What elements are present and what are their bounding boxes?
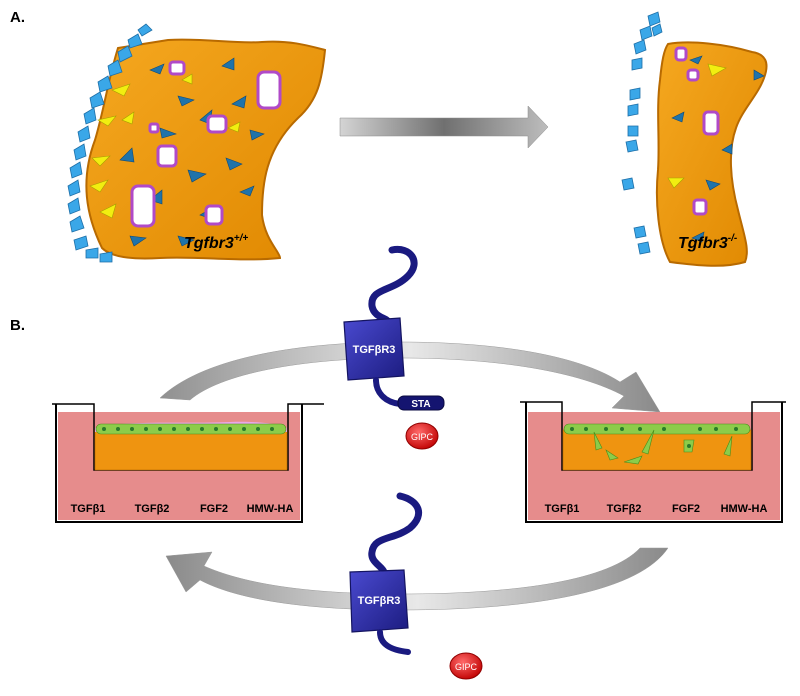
left-factor-fgf2: FGF2 xyxy=(200,503,228,515)
left-culture-well: TGFβ1 TGFβ2 FGF2 HMW-HA xyxy=(52,403,324,523)
bottom-receptor-body xyxy=(349,569,409,633)
top-receptor-label: TGFβR3 xyxy=(353,344,396,356)
gipc-label-bottom: GIPC xyxy=(455,662,478,672)
right-epithelial-nuclei xyxy=(570,427,738,448)
top-receptor-cytoplasmic-tail xyxy=(373,377,403,407)
top-receptor-extracellular-chain xyxy=(368,245,418,326)
wildtype-gene-name: Tgfbr3 xyxy=(184,235,234,252)
left-factor-tgfb2: TGFβ2 xyxy=(135,503,170,515)
wildtype-allele: +/+ xyxy=(234,233,249,244)
knockout-tissue: Tgfbr3-/- xyxy=(621,11,768,267)
top-receptor-body xyxy=(343,317,405,381)
bottom-receptor-group: TGFβR3 GIPC xyxy=(349,492,483,680)
wildtype-yellow-cells xyxy=(89,73,241,219)
bottom-receptor-extracellular-chain xyxy=(368,492,423,576)
bottom-receptor-label: TGFβR3 xyxy=(358,595,401,607)
knockout-allele: -/- xyxy=(728,233,738,244)
knockout-gene-name: Tgfbr3 xyxy=(678,235,728,252)
knockout-tissue-slab xyxy=(655,41,768,267)
panel-b-label: B. xyxy=(10,317,25,334)
wildtype-endocardium xyxy=(67,23,153,263)
left-factor-tgfb1: TGFβ1 xyxy=(71,503,106,515)
gipc-label-top: GIPC xyxy=(411,432,434,442)
right-epithelial-layer xyxy=(563,423,751,465)
gipc-bound-top xyxy=(405,422,439,450)
knockout-detached-endocardium xyxy=(621,11,663,255)
knockout-yellow-cells xyxy=(667,63,727,189)
knockout-genotype-label: Tgfbr3-/- xyxy=(678,233,738,252)
left-epithelial-nuclei xyxy=(102,427,274,431)
right-factor-tgfb1: TGFβ1 xyxy=(545,503,580,515)
bottom-receptor-cytoplasmic-tail xyxy=(377,629,411,655)
left-well-walls xyxy=(55,404,303,523)
right-factor-tgfb2: TGFβ2 xyxy=(607,503,642,515)
cycle-arrow-top xyxy=(159,341,661,413)
wildtype-tissue: Tgfbr3+/+ xyxy=(67,23,327,263)
panel-a-label: A. xyxy=(10,9,25,26)
sta-motif-tag xyxy=(397,395,445,411)
genotype-transition-arrow xyxy=(339,105,549,149)
right-well-walls xyxy=(525,402,783,523)
right-factor-hmw-ha: HMW-HA xyxy=(721,503,768,515)
sta-motif-label: STA xyxy=(411,399,430,410)
knockout-vessels xyxy=(674,46,720,216)
left-collagen-gel xyxy=(94,429,288,471)
wildtype-genotype-label: Tgfbr3+/+ xyxy=(184,233,248,252)
left-factor-hmw-ha: HMW-HA xyxy=(247,503,294,515)
right-collagen-gel xyxy=(562,429,752,471)
left-epithelial-monolayer xyxy=(95,423,287,435)
wildtype-vessels xyxy=(130,60,282,228)
right-culture-well: TGFβ1 TGFβ2 FGF2 HMW-HA xyxy=(520,401,786,523)
cycle-arrow-bottom xyxy=(165,547,669,611)
right-factor-fgf2: FGF2 xyxy=(672,503,700,515)
knockout-interstitial-cells xyxy=(671,55,765,243)
wildtype-tissue-slab xyxy=(85,38,327,261)
top-receptor-group: TGFβR3 STA GIPC xyxy=(343,245,445,450)
gipc-free-bottom xyxy=(449,652,483,680)
